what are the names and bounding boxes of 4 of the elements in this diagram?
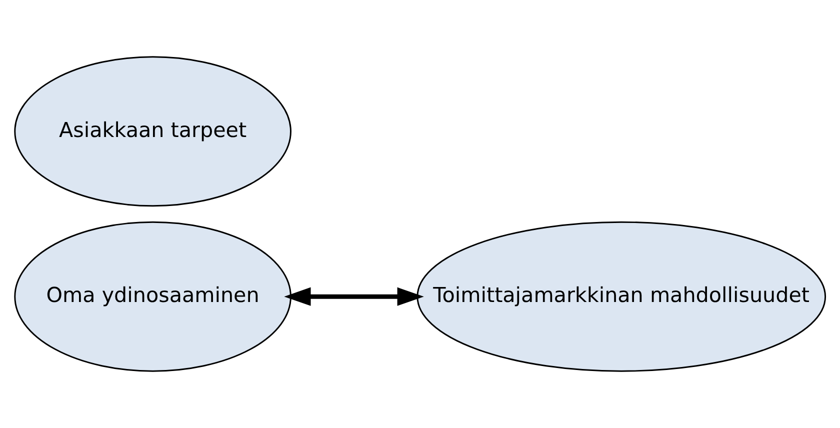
arrow xyxy=(284,287,424,306)
node-ellipse: Oma ydinosaaminen xyxy=(14,221,292,372)
node-ellipse: Toimittajamarkkinan mahdollisuudet xyxy=(416,221,826,372)
node-ellipse: Asiakkaan tarpeet xyxy=(14,56,292,207)
